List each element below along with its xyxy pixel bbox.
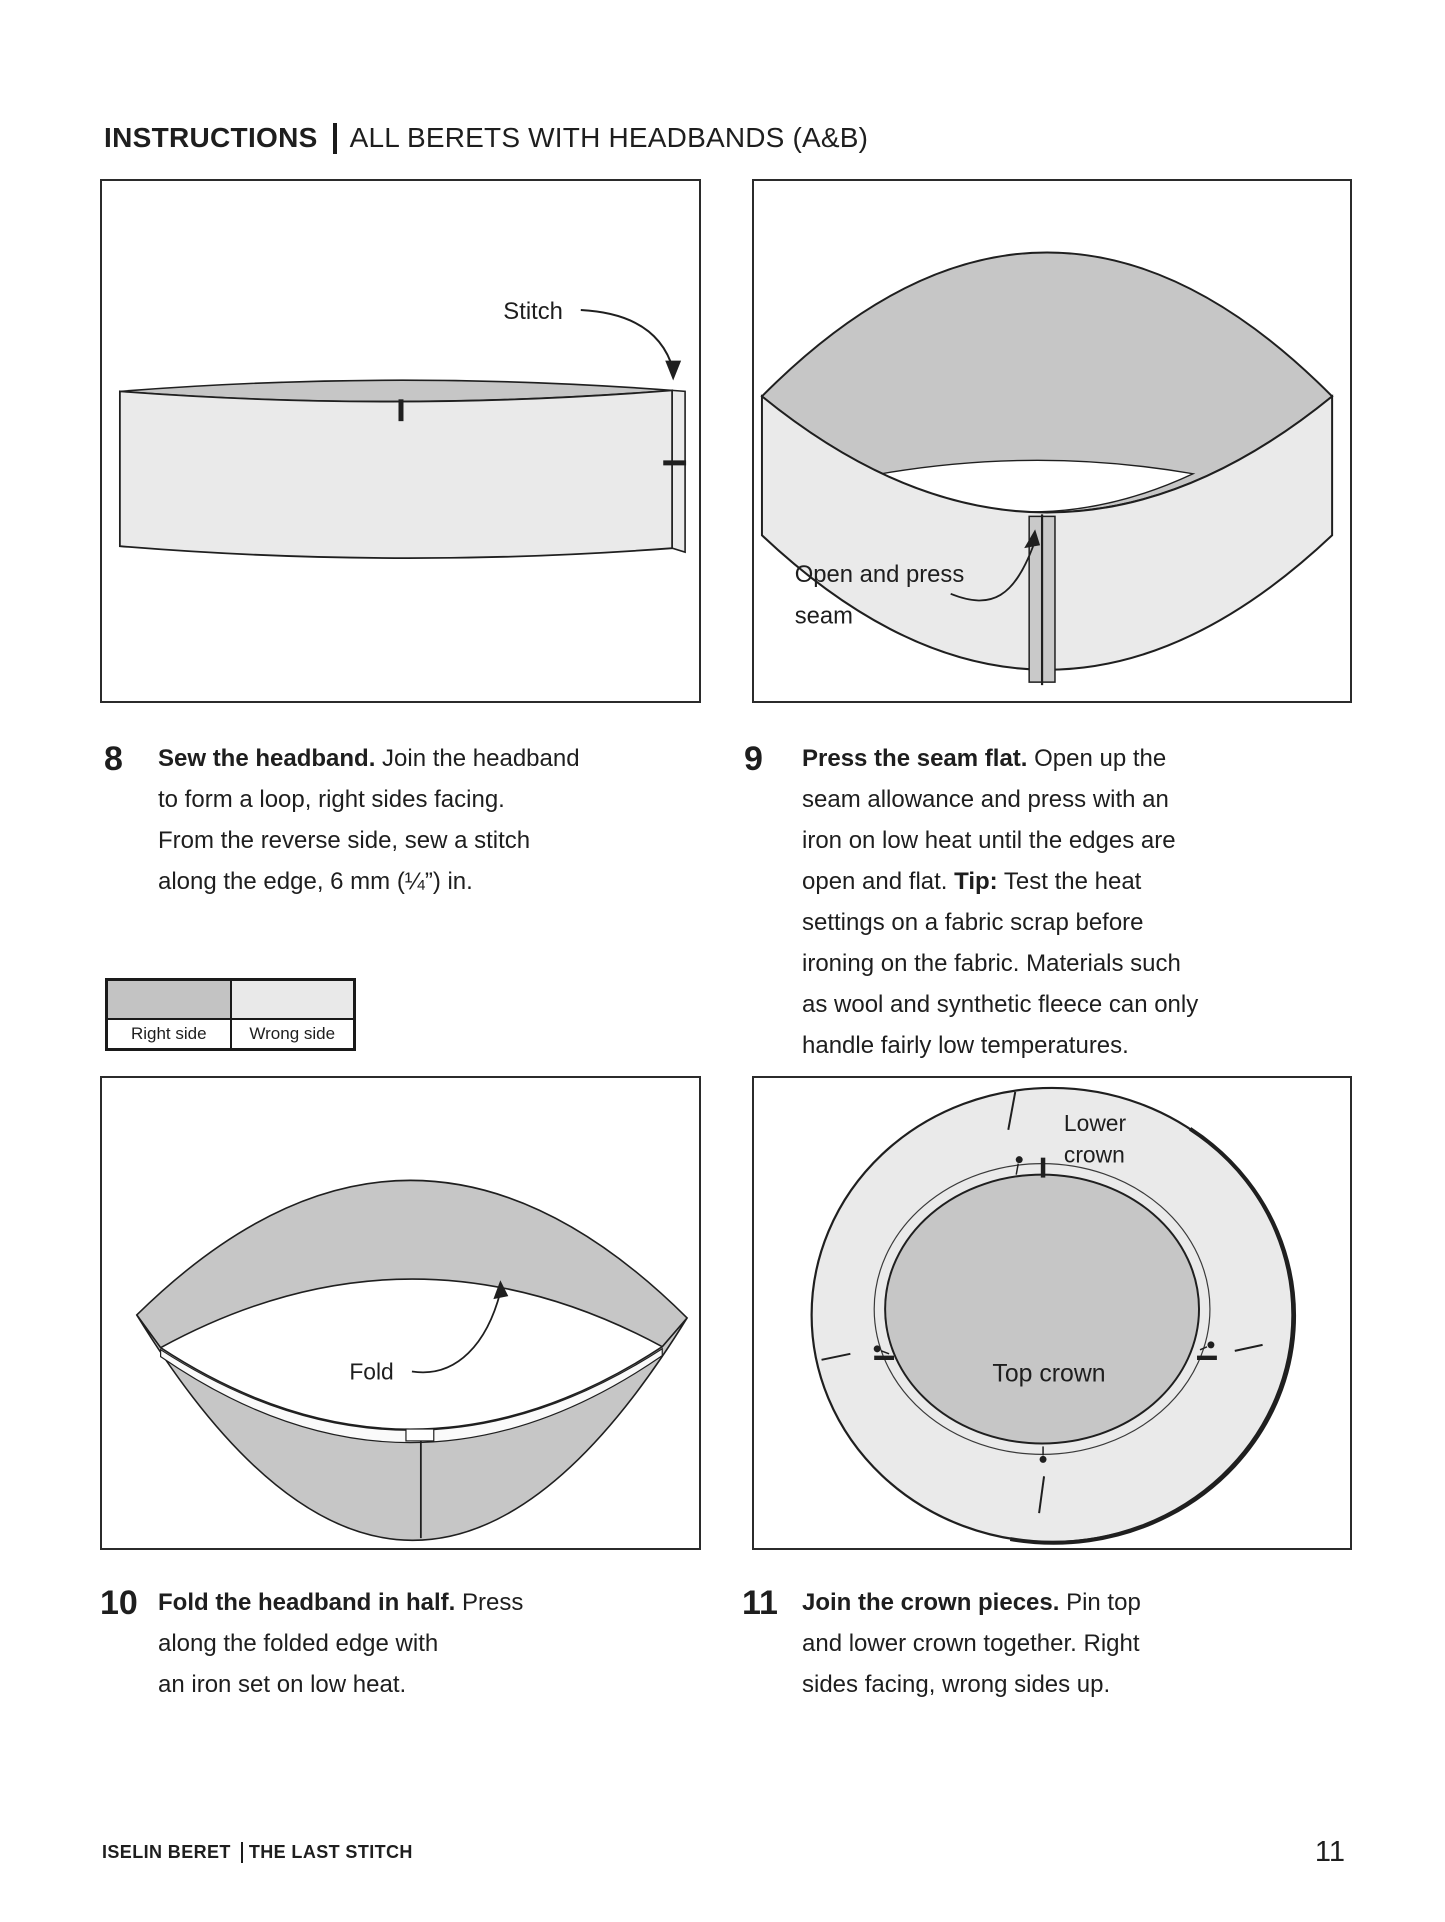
stitch-arrowhead-icon bbox=[665, 360, 682, 381]
top-dash-mark bbox=[1007, 1091, 1017, 1130]
step-9-text: Press the seam flat. Open up the seam al… bbox=[802, 738, 1312, 1066]
right-pin-icon bbox=[1207, 1341, 1215, 1349]
step-11-number: 11 bbox=[742, 1584, 778, 1622]
footer-title: THE LAST STITCH bbox=[248, 1842, 413, 1862]
step-8-text: Sew the headband. Join the headband to f… bbox=[158, 738, 668, 902]
step-11-text: Join the crown pieces. Pin top and lower… bbox=[802, 1582, 1222, 1705]
step-11-lead-rest: Pin top bbox=[1059, 1589, 1141, 1616]
step-10-lead-rest: Press bbox=[455, 1589, 524, 1616]
seam-arrowhead-icon bbox=[1024, 529, 1041, 549]
right-dash-mark bbox=[1234, 1343, 1263, 1352]
page-number: 11 bbox=[1314, 1836, 1345, 1868]
step-text-line: open and flat. Tip: Test the heat bbox=[802, 861, 1312, 902]
step-text-line: Sew the headband. Join the headband bbox=[158, 738, 668, 779]
press-seam-illustration: Open and press seam bbox=[760, 251, 1334, 686]
header-divider bbox=[332, 122, 337, 154]
step-text-line: as wool and synthetic fleece can only bbox=[802, 991, 1199, 1018]
step-9-number: 9 bbox=[744, 740, 763, 778]
top-crown-piece bbox=[884, 1173, 1201, 1445]
step-9-tip-label: Tip: bbox=[954, 868, 998, 895]
figure-fold-headband: Fold bbox=[100, 1076, 701, 1550]
step-text-line: Press the seam flat. Open up the bbox=[802, 738, 1312, 779]
step-text-line: ironing on the fabric. Materials such bbox=[802, 950, 1181, 977]
step-8-number: 8 bbox=[104, 740, 123, 778]
step-9-lead-rest: Open up the bbox=[1027, 745, 1167, 772]
page-header: INSTRUCTIONS ALL BERETS WITH HEADBANDS (… bbox=[104, 118, 868, 158]
stitch-arrow-icon bbox=[580, 309, 675, 370]
seam-strip bbox=[671, 389, 686, 554]
right-side-swatch bbox=[107, 980, 231, 1019]
left-pin-stem bbox=[880, 1350, 890, 1355]
step-9-lead: Press the seam flat. bbox=[802, 745, 1028, 772]
right-side-label: Right side bbox=[107, 1019, 231, 1049]
header-subtitle: ALL BERETS WITH HEADBANDS (A&B) bbox=[349, 122, 869, 153]
band-front-face bbox=[118, 389, 674, 559]
header-title: INSTRUCTIONS bbox=[104, 122, 318, 153]
step-text-line: Join the crown pieces. Pin top bbox=[802, 1582, 1222, 1623]
right-pin-stem bbox=[1199, 1346, 1208, 1351]
footer-divider bbox=[240, 1842, 243, 1863]
left-pin-icon bbox=[873, 1345, 881, 1353]
step-text-line: along the folded edge with bbox=[158, 1630, 439, 1657]
step-text-line: an iron set on low heat. bbox=[158, 1671, 407, 1698]
fabric-side-legend: Right side Wrong side bbox=[105, 978, 356, 1051]
lower-crown-shaded-edge bbox=[1009, 1127, 1297, 1545]
figure-sew-headband: Stitch bbox=[100, 179, 701, 703]
lower-crown-label-line1: Lower bbox=[1064, 1110, 1127, 1136]
step-text-line: sides facing, wrong sides up. bbox=[802, 1671, 1111, 1698]
open-press-label-line1: Open and press bbox=[795, 561, 965, 588]
bottom-dash-mark bbox=[1038, 1476, 1046, 1514]
step-text-line: seam allowance and press with an bbox=[802, 786, 1169, 813]
step-11-lead: Join the crown pieces. bbox=[802, 1589, 1060, 1616]
step-text-line: settings on a fabric scrap before bbox=[802, 909, 1144, 936]
join-crown-illustration: Lower crown Top crown bbox=[810, 1086, 1297, 1545]
step-text-line: handle fairly low temperatures. bbox=[802, 1032, 1129, 1059]
step-10-lead: Fold the headband in half. bbox=[158, 1589, 456, 1616]
wrong-side-label: Wrong side bbox=[230, 1019, 354, 1049]
fold-headband-illustration: Fold bbox=[135, 1179, 689, 1542]
step-text-line: and lower crown together. Right bbox=[802, 1630, 1140, 1657]
ring-back-band bbox=[135, 1179, 689, 1349]
bottom-pin-icon bbox=[1039, 1455, 1047, 1463]
fold-arrow-icon bbox=[411, 1291, 502, 1374]
step-9-tip-after: Test the heat bbox=[997, 868, 1142, 895]
fold-edge-sliver bbox=[160, 1347, 663, 1444]
step-8-lead-rest: Join the headband bbox=[375, 745, 580, 772]
stitch-label: Stitch bbox=[503, 298, 563, 325]
step-8-lead: Sew the headband. bbox=[158, 745, 376, 772]
footer-brand: ISELIN BERET bbox=[102, 1842, 231, 1862]
seam-allowance-tab bbox=[405, 1428, 435, 1442]
ring-front-band bbox=[136, 1314, 688, 1542]
step-text-line: From the reverse side, sew a stitch bbox=[158, 827, 531, 854]
sew-headband-illustration: Stitch bbox=[118, 298, 687, 559]
page-footer: ISELIN BERET THE LAST STITCH 11 bbox=[102, 1836, 1345, 1869]
top-crown-label: Top crown bbox=[992, 1360, 1105, 1388]
fold-label: Fold bbox=[349, 1358, 393, 1384]
lower-crown-label-line2: crown bbox=[1064, 1142, 1125, 1168]
step-text-line: Fold the headband in half. Press bbox=[158, 1582, 578, 1623]
footer-left: ISELIN BERET THE LAST STITCH bbox=[102, 1842, 413, 1863]
step-10-number: 10 bbox=[100, 1584, 138, 1622]
top-pin-stem bbox=[1015, 1163, 1019, 1175]
figure-join-crown: Lower crown Top crown bbox=[752, 1076, 1352, 1550]
top-pin-icon bbox=[1015, 1156, 1023, 1164]
wrong-side-swatch bbox=[230, 980, 354, 1019]
seam-arrow-icon bbox=[950, 545, 1034, 602]
figure-press-seam: Open and press seam bbox=[752, 179, 1352, 703]
step-text-line: along the edge, 6 mm (¼”) in. bbox=[158, 868, 473, 895]
step-9-tip-before: open and flat. bbox=[802, 868, 955, 895]
step-10-text: Fold the headband in half. Press along t… bbox=[158, 1582, 578, 1705]
step-text-line: to form a loop, right sides facing. bbox=[158, 786, 505, 813]
step-text-line: iron on low heat until the edges are bbox=[802, 827, 1176, 854]
left-dash-mark bbox=[821, 1352, 851, 1361]
open-press-label-line2: seam bbox=[795, 603, 853, 630]
fold-arrowhead-icon bbox=[493, 1280, 509, 1300]
